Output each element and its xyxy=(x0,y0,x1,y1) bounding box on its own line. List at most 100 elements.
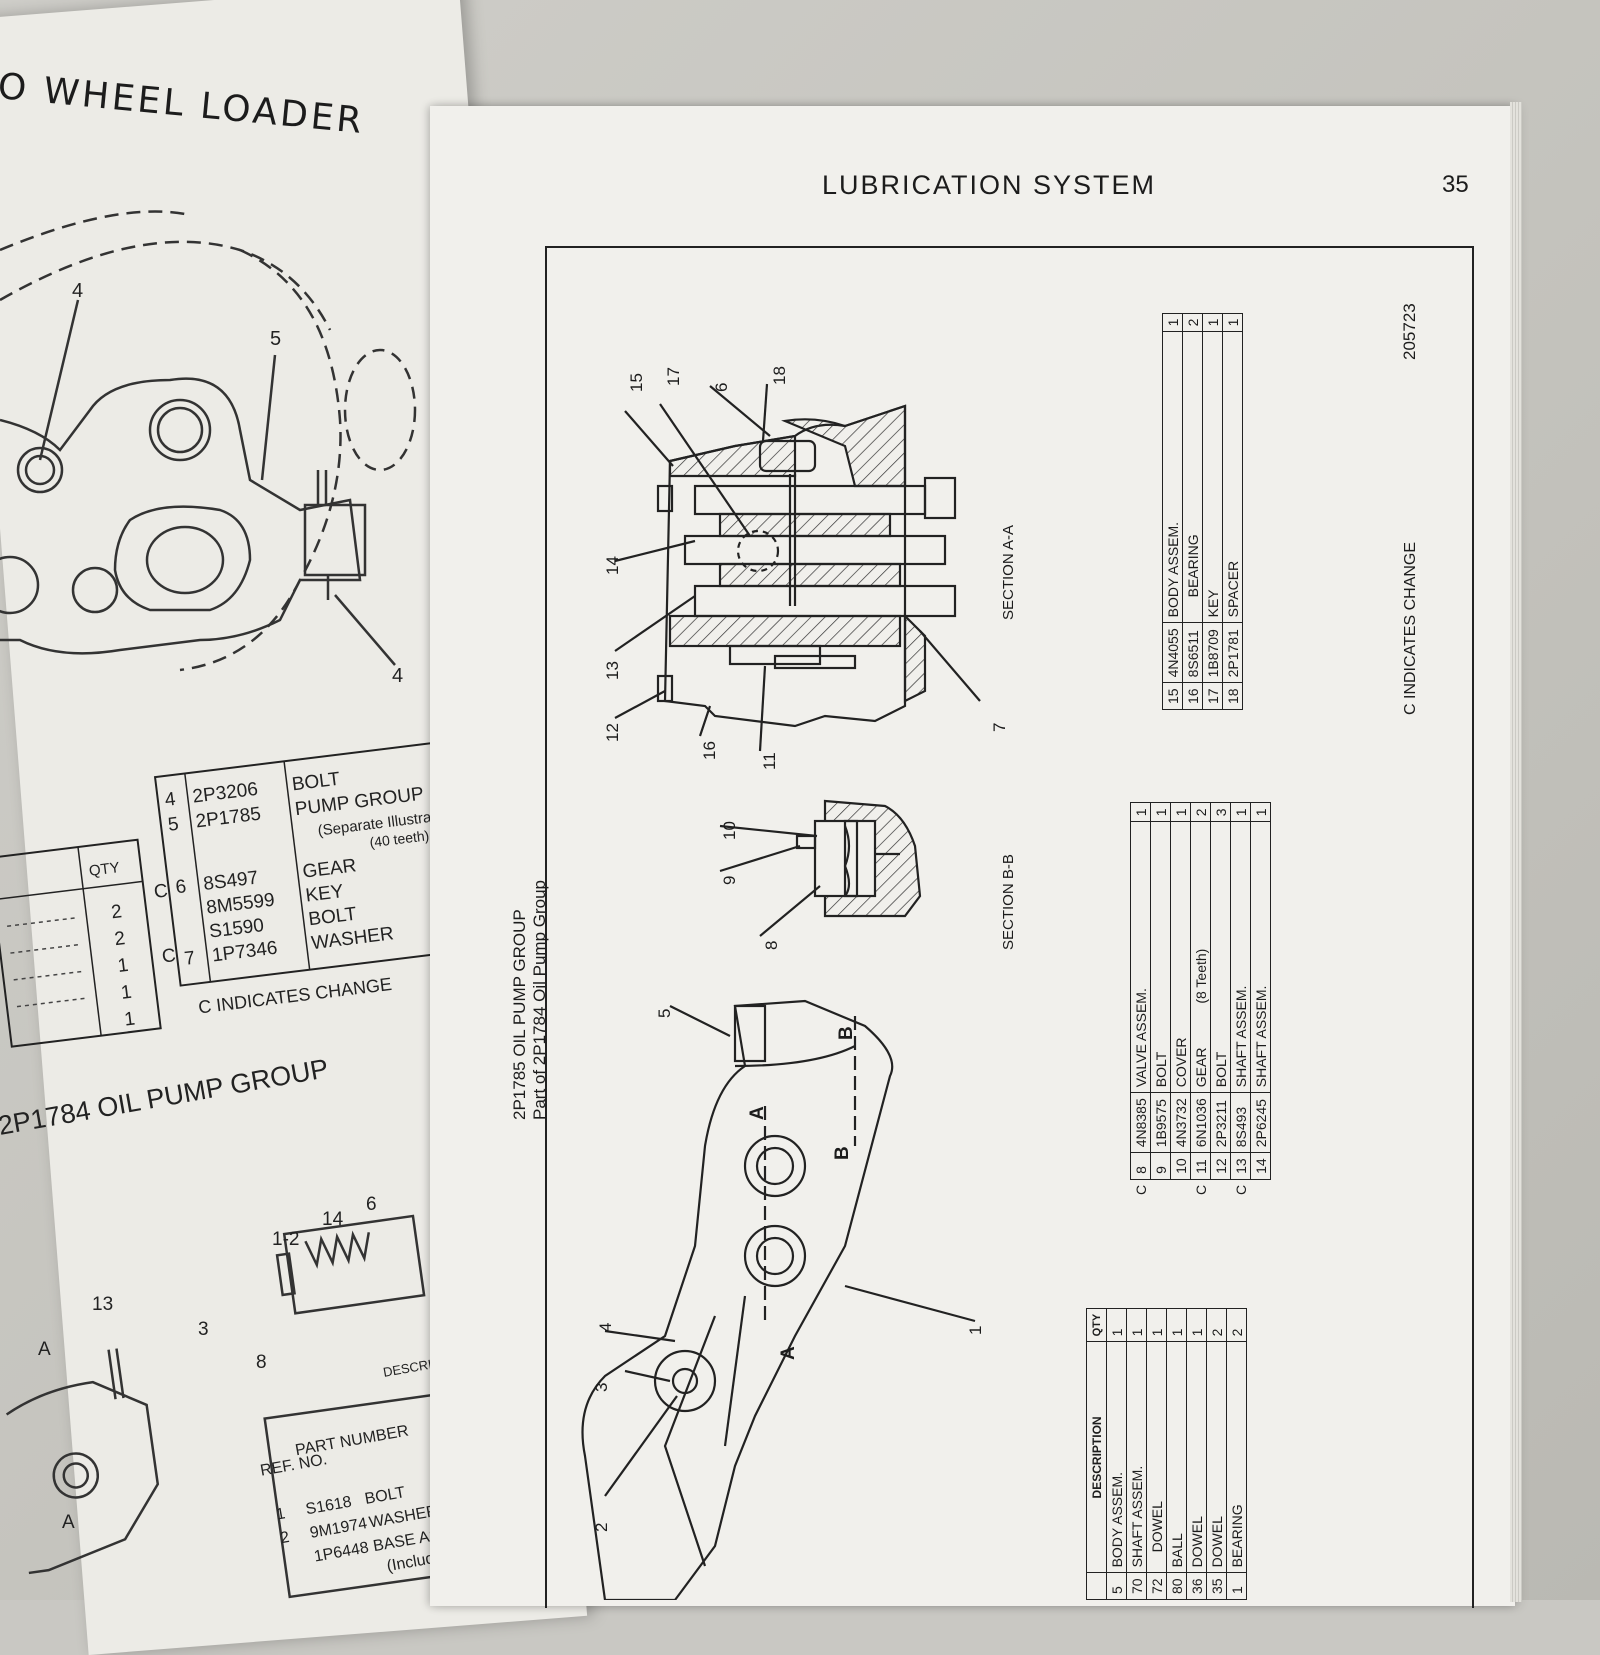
change-note: C INDICATES CHANGE xyxy=(1402,541,1419,715)
desc-cell: VALVE ASSEM. xyxy=(1130,821,1151,1093)
qty-cell: 2 xyxy=(1206,1308,1227,1342)
qty-cell: 1 xyxy=(1186,1308,1207,1342)
callout-5: 5 xyxy=(655,1008,674,1018)
left-callout-8: 8 xyxy=(256,1352,267,1373)
table-header-row: DESCRIPTION QTY xyxy=(1086,1308,1107,1600)
left-bottom-part-3: 1P6448 xyxy=(313,1539,370,1565)
callout-12: 12 xyxy=(603,723,622,742)
left-qty-2: 2 xyxy=(113,928,126,950)
desc-cell: BODY ASSEM. xyxy=(1162,331,1183,623)
left-part-6b: 8M5599 xyxy=(205,890,276,919)
change-cell: C xyxy=(1132,1184,1149,1195)
callout-16: 16 xyxy=(700,741,719,760)
table-row: 18 2P1781 SPACER 1 xyxy=(1222,313,1243,710)
desc-cell: DOWEL xyxy=(1186,1341,1207,1573)
table-row: 36 DOWEL 1 xyxy=(1186,1308,1207,1600)
desc-cell: COVER xyxy=(1170,821,1191,1093)
cut-label-b-bottom: B xyxy=(832,1146,853,1160)
qty-cell: 1 xyxy=(1250,802,1271,822)
cut-label-b-top: B xyxy=(836,1026,857,1040)
ref-cell: 14 xyxy=(1250,1152,1271,1180)
left-change-c1: C xyxy=(153,881,169,904)
parts-table-bottom: DESCRIPTION QTY 5 BODY ASSEM. 1 70 SHAFT… xyxy=(1086,1308,1247,1600)
left-qty-4: 1 xyxy=(120,982,133,1004)
table-row: C 13 8S493 SHAFT ASSEM. 1 xyxy=(1230,802,1251,1200)
table-row: 72 DOWEL 1 xyxy=(1146,1308,1167,1600)
part-cell: 8S493 xyxy=(1230,1092,1251,1153)
desc-cell: BOLT xyxy=(1150,821,1171,1093)
left-ref-6: 6 xyxy=(174,876,187,898)
callout-10: 10 xyxy=(720,821,739,840)
section-aa-label: SECTION A-A xyxy=(1000,524,1017,620)
left-page-content: 4 5 4 4 2P3206 BOLT 5 2P1785 PUMP GROUP … xyxy=(0,210,470,1599)
left-callout-5: 5 xyxy=(270,328,281,350)
qty-cell: 1 xyxy=(1126,1308,1147,1342)
table-row: 15 4N4055 BODY ASSEM. 1 xyxy=(1162,313,1183,710)
table-row: 10 4N3732 COVER 1 xyxy=(1170,802,1191,1200)
left-bottom-part-1: S1618 xyxy=(304,1494,353,1519)
left-desc-6: GEAR xyxy=(301,855,357,882)
part-cell: 8S6511 xyxy=(1182,622,1203,683)
desc-text: GEAR xyxy=(1192,1047,1209,1088)
left-part-6c: S1590 xyxy=(208,915,265,943)
part-cell: 70 xyxy=(1126,1572,1147,1600)
table-row: 14 2P6245 SHAFT ASSEM. 1 xyxy=(1250,802,1271,1200)
callout-18: 18 xyxy=(770,366,789,385)
page-number: 35 xyxy=(1442,171,1469,198)
left-bottom-desc-2: WASHER xyxy=(368,1503,440,1532)
group-subtitle: Part of 2P1784 Oil Pump Group xyxy=(530,879,549,1120)
table-row: C 8 4N8385 VALVE ASSEM. 1 xyxy=(1130,802,1151,1200)
ref-cell: 13 xyxy=(1230,1152,1251,1180)
table-row: C 11 6N1036 GEAR (8 Teeth) 2 xyxy=(1190,802,1211,1200)
part-cell: 80 xyxy=(1166,1572,1187,1600)
left-change-c2: C xyxy=(161,945,177,968)
cut-label-a-top: A xyxy=(747,1106,768,1120)
part-header-fragment xyxy=(1086,1572,1107,1600)
section-aa-drawing xyxy=(614,383,981,752)
left-part-5: 2P1785 xyxy=(195,804,263,833)
desc-cell: BALL xyxy=(1166,1341,1187,1573)
left-gear-note: (40 teeth) xyxy=(369,827,430,850)
desc-cell: GEAR (8 Teeth) xyxy=(1190,821,1211,1093)
left-callout-4-b: 4 xyxy=(392,665,403,687)
group-title: 2P1785 OIL PUMP GROUP xyxy=(510,909,529,1120)
ref-cell: 17 xyxy=(1202,682,1223,710)
desc-cell: SHAFT ASSEM. xyxy=(1250,821,1271,1093)
left-cut-a2: A xyxy=(62,1512,75,1533)
desc-cell: BOLT xyxy=(1210,821,1231,1093)
qty-cell: 1 xyxy=(1146,1308,1167,1342)
table-row: 70 SHAFT ASSEM. 1 xyxy=(1126,1308,1147,1600)
ref-cell: 12 xyxy=(1210,1152,1231,1180)
callout-15: 15 xyxy=(627,373,646,392)
figure-frame xyxy=(545,246,1474,1608)
change-cell xyxy=(1151,1179,1171,1200)
left-qty-header: QTY xyxy=(88,859,121,880)
left-callout-13: 13 xyxy=(92,1294,113,1315)
desc-cell: DOWEL xyxy=(1206,1341,1227,1573)
part-cell: 1B8709 xyxy=(1202,622,1223,683)
callout-14: 14 xyxy=(603,556,622,575)
left-bottom-part-2: 9M1974 xyxy=(309,1515,369,1542)
left-callout-4: 4 xyxy=(72,280,83,302)
left-callout-3: 3 xyxy=(198,1319,209,1340)
left-bottom-desc-1: BOLT xyxy=(364,1484,407,1508)
part-cell: 4N3732 xyxy=(1170,1092,1191,1153)
desc-cell: SHAFT ASSEM. xyxy=(1230,821,1251,1093)
table-row: 9 1B9575 BOLT 1 xyxy=(1150,802,1171,1200)
ref-cell: 10 xyxy=(1170,1152,1191,1180)
left-callout-6: 6 xyxy=(366,1194,377,1215)
table-row: 80 BALL 1 xyxy=(1166,1308,1187,1600)
qty-header: QTY xyxy=(1086,1308,1107,1342)
part-cell: 2P1781 xyxy=(1222,622,1243,683)
right-page xyxy=(430,106,1515,1606)
desc-cell: BODY ASSEM. xyxy=(1106,1341,1127,1573)
part-cell: 35 xyxy=(1206,1572,1227,1600)
page-stack-edge xyxy=(1510,102,1522,1602)
section-bb-label: SECTION B-B xyxy=(1000,854,1017,950)
pump-main-view xyxy=(581,999,976,1600)
page-header-title: LUBRICATION SYSTEM xyxy=(822,170,1157,200)
left-part-4: 2P3206 xyxy=(191,779,259,808)
ref-cell: 9 xyxy=(1150,1152,1171,1180)
desc-cell: SHAFT ASSEM. xyxy=(1126,1341,1147,1573)
qty-cell: 1 xyxy=(1162,313,1183,332)
